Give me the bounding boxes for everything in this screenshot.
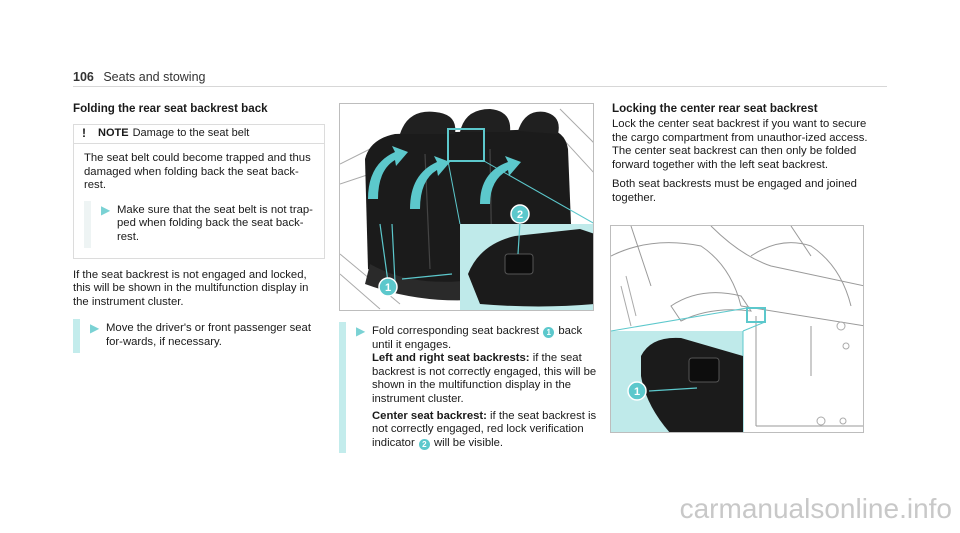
rear-seat-drawing: 1 2 [340,108,593,310]
header-rule [73,86,887,87]
locking-paragraph-1: Lock the center seat backrest if you wan… [612,118,868,171]
note-box: ! NOTE Damage to the seat belt The seat … [73,124,325,259]
center-text: if the seat backrest is not correctly en… [372,409,597,449]
column-left: Folding the rear seat backrest back ! NO… [73,102,325,353]
left-right-paragraph: Left and right seat backrests: if the se… [372,352,597,406]
column-right: Locking the center rear seat backrest Lo… [612,102,872,212]
page-header: 106 Seats and stowing [73,70,206,84]
rear-seat-illustration: 1 2 [339,103,594,311]
callout-1 [627,381,647,401]
note-header: ! NOTE Damage to the seat belt [74,125,324,144]
fold-step-line: Fold corresponding seat backrest 1 back … [372,325,597,352]
fold-step: ▶ Fold corresponding seat backrest 1 bac… [339,322,597,454]
warning-icon: ! [82,126,86,141]
column-middle: ▶ Fold corresponding seat backrest 1 bac… [339,322,597,454]
section-heading-locking: Locking the center rear seat backrest [612,102,818,115]
fold-step-text-2: back until it engages. [372,325,583,351]
fold-step-text: Fold corresponding seat backrest [372,325,540,337]
callout-1-label: 1 [385,282,391,294]
callout-1 [378,277,398,297]
instruction-step-text: Move the driver's or front passenger sea… [106,322,311,348]
center-label: Center seat backrest: [372,409,487,422]
callout-2 [510,204,530,224]
locking-paragraph-2: Both seat backrests must be engaged and … [612,178,857,204]
play-arrow-icon: ▶ [356,324,366,338]
watermark: carmanualsonline.info [679,493,952,524]
section-heading-folding: Folding the rear seat backrest back [73,102,268,115]
left-right-label: Left and right seat backrests: [372,352,530,365]
callout-1-inline: 1 [543,327,555,338]
cargo-drawing: 1 [611,226,863,432]
center-paragraph: Center seat backrest: if the seat backre… [372,410,597,451]
play-arrow-icon: ▶ [90,321,100,336]
note-step: ▶ Make sure that the seat belt is not tr… [84,200,314,248]
note-text: The seat belt could become trapped and t… [84,152,311,192]
callout-2-label: 2 [517,209,523,221]
center-text-2: will be visible. [433,436,504,449]
fold-step-content: Fold corresponding seat backrest 1 back … [372,325,597,450]
section-title: Seats and stowing [103,70,206,84]
play-arrow-icon: ▶ [101,202,111,217]
left-right-text: if the seat backrest is not correctly en… [372,352,597,405]
cargo-compartment-illustration: 1 [610,225,864,433]
note-step-text: Make sure that the seat belt is not trap… [117,203,313,243]
note-label: NOTE [98,127,129,140]
callout-2-inline: 2 [418,438,430,450]
note-heading: Damage to the seat belt [132,127,250,140]
instruction-step: ▶ Move the driver's or front passenger s… [73,319,325,353]
intro-paragraph: If the seat backrest is not engaged and … [73,268,309,308]
page-number: 106 [73,70,94,84]
callout-1-label: 1 [634,386,640,398]
note-body: The seat belt could become trapped and t… [74,144,324,258]
